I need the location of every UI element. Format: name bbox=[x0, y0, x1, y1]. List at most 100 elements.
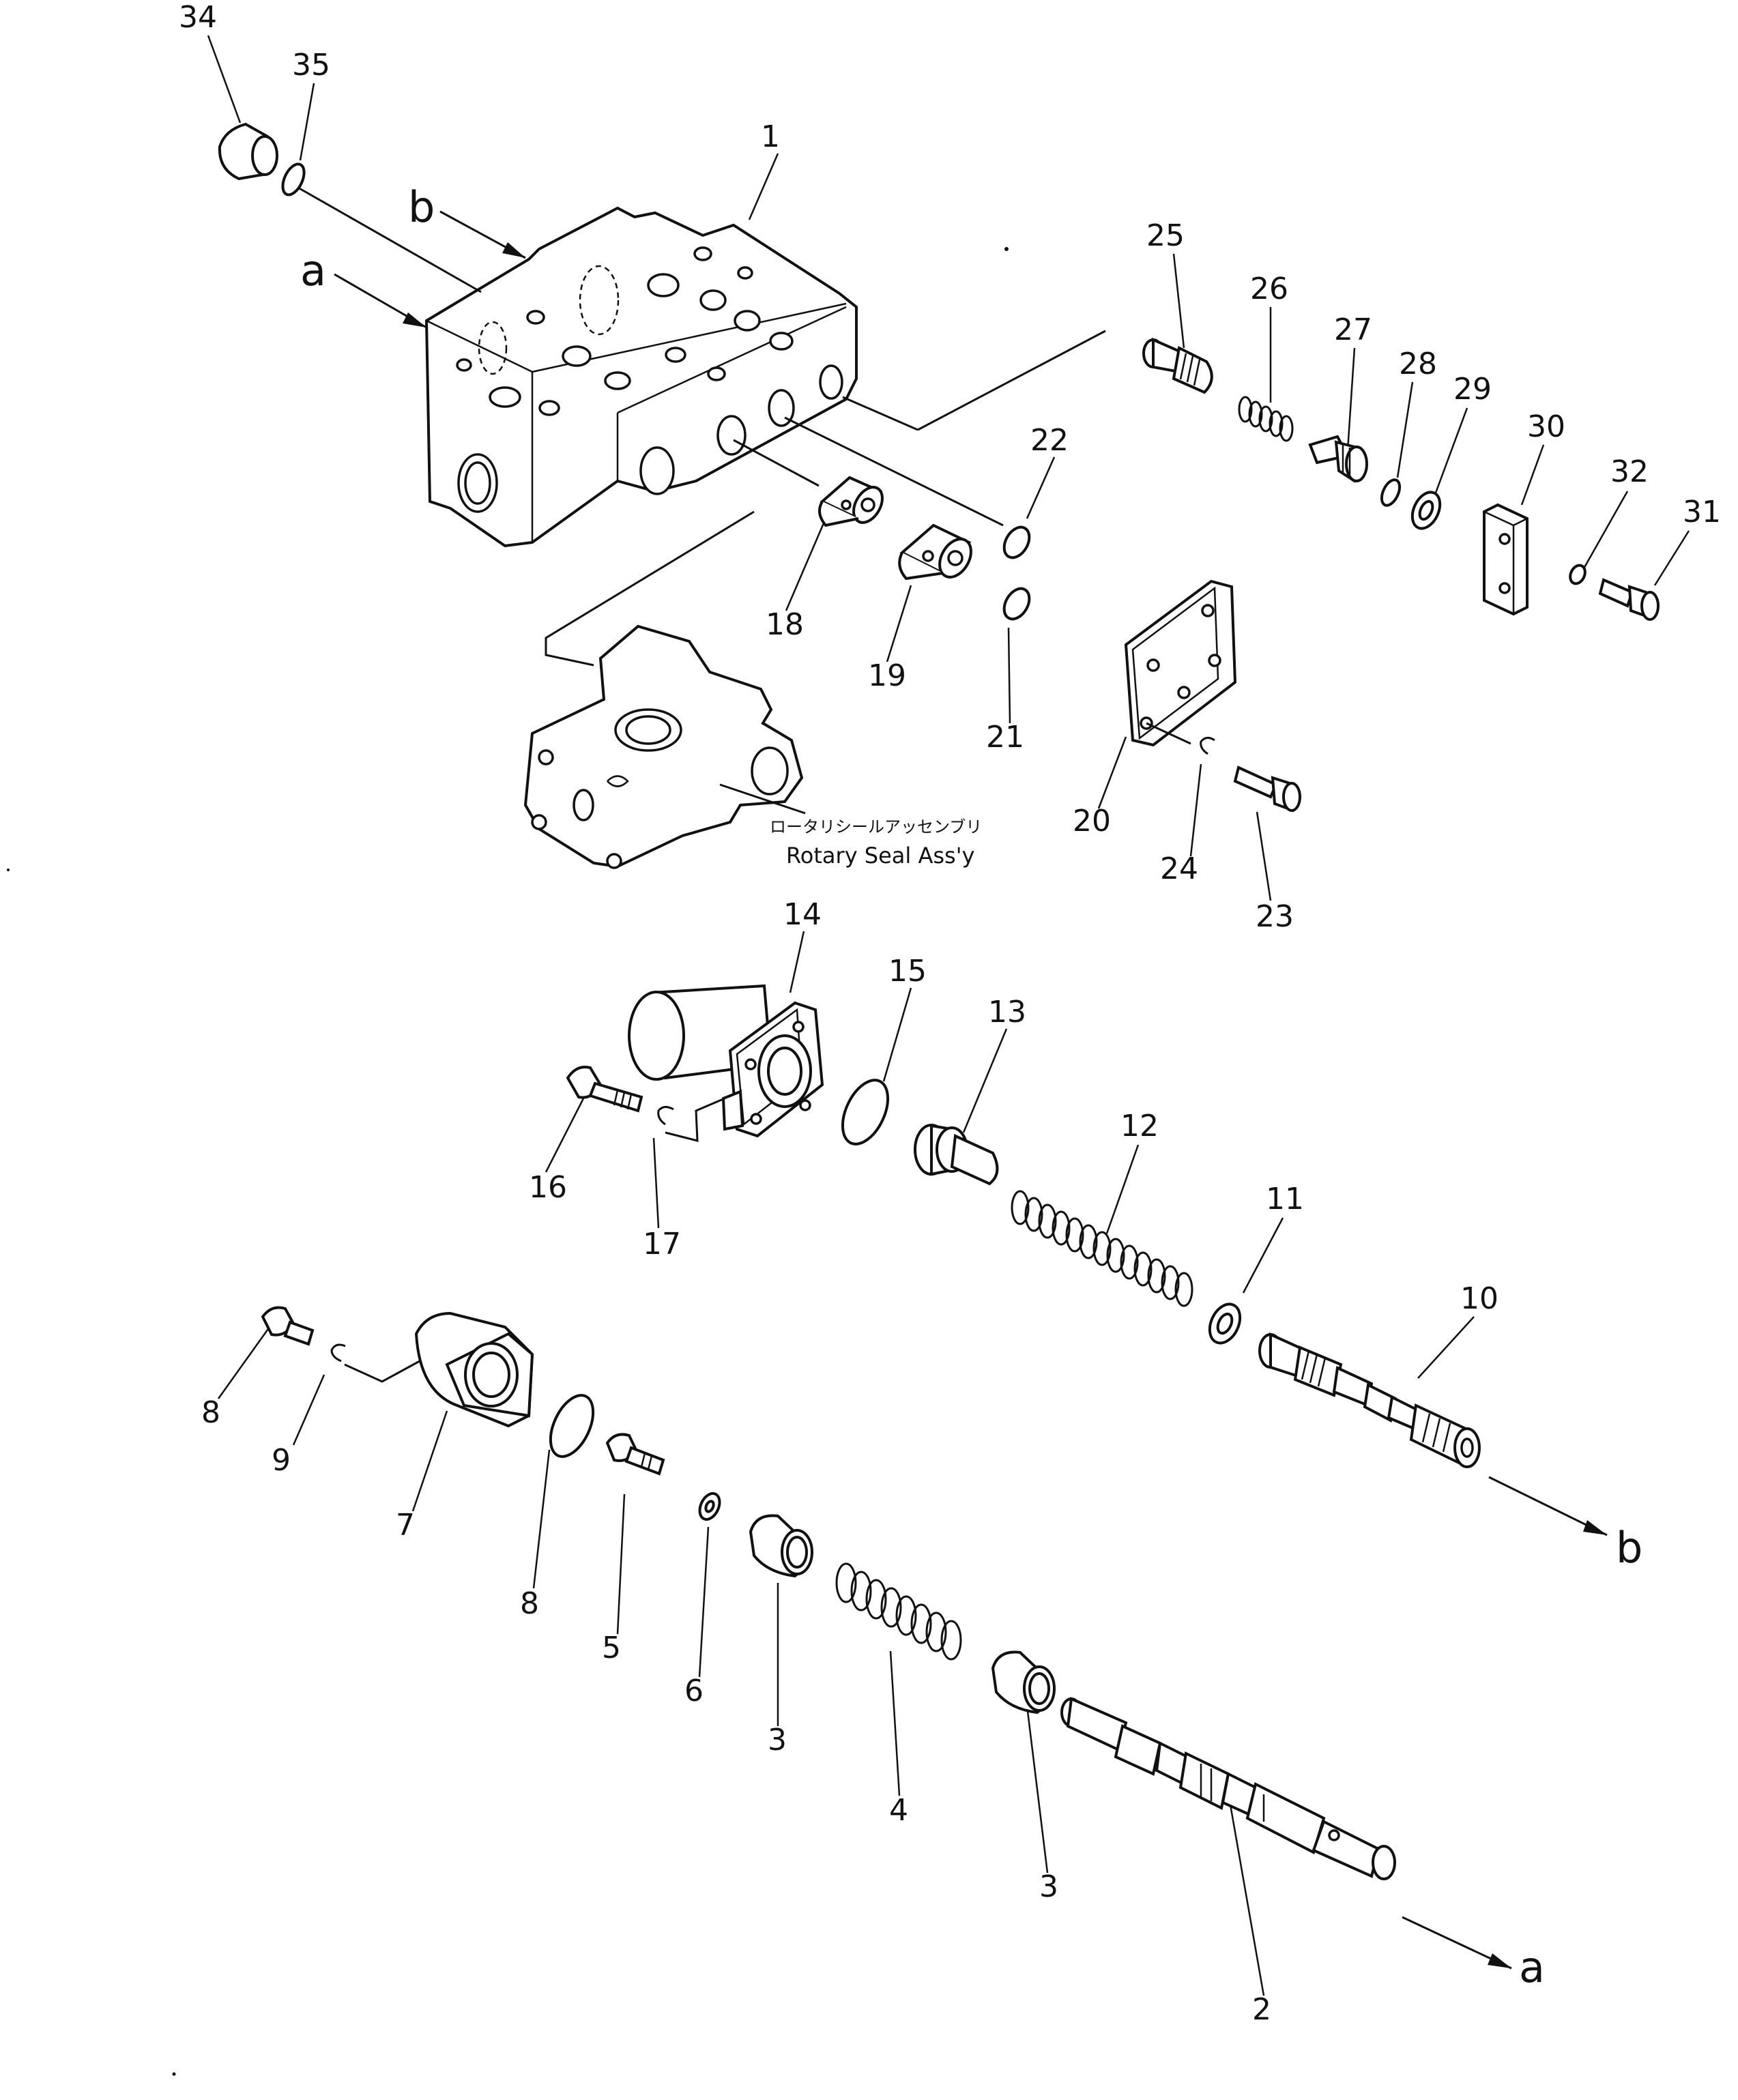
callout-25: 24 bbox=[1160, 851, 1198, 886]
cover-21 bbox=[1124, 579, 1237, 747]
washer-30 bbox=[1410, 491, 1442, 530]
sleeve-20 bbox=[898, 523, 972, 581]
callout-23: 22 bbox=[1030, 423, 1069, 458]
callout-19: 18 bbox=[766, 607, 804, 642]
top-hole-11 bbox=[665, 347, 686, 363]
plate-31 bbox=[1483, 503, 1529, 616]
arrow-a-top-head bbox=[403, 312, 426, 327]
callout-labels: 34 35 1 25 26 27 28 29 30 32 31 22 18 19… bbox=[179, 0, 1721, 2027]
marker-a-top: a bbox=[300, 246, 326, 295]
sleeve-19 bbox=[818, 476, 884, 527]
callout-26: 25 bbox=[1146, 218, 1185, 253]
solenoid-15 bbox=[628, 984, 824, 1142]
piston-14 bbox=[914, 1124, 999, 1186]
top-hole-9 bbox=[604, 371, 631, 390]
retainer-3a bbox=[749, 1514, 813, 1578]
callout-7: 7 bbox=[396, 1508, 415, 1543]
top-hole-12 bbox=[707, 366, 726, 381]
oring-29 bbox=[1380, 478, 1402, 507]
spool-2 bbox=[1060, 1697, 1396, 1880]
top-hole-2 bbox=[699, 289, 727, 311]
callout-28: 27 bbox=[1334, 312, 1372, 347]
port-side-1 bbox=[639, 446, 675, 495]
callout-12: 11 bbox=[1266, 1182, 1304, 1216]
stray-mark-1 bbox=[1004, 247, 1009, 251]
valve-body-side-ridge bbox=[617, 306, 847, 414]
callout-35: 35 bbox=[292, 48, 330, 83]
washer-10 bbox=[330, 1343, 346, 1362]
callout-10: 9 bbox=[272, 1443, 291, 1478]
leader-body-to-23 bbox=[784, 416, 1004, 527]
marker-a-bottom: a bbox=[1519, 1942, 1545, 1992]
spring-4 bbox=[835, 1562, 962, 1661]
top-hole-10 bbox=[538, 400, 560, 416]
hidden-port-1 bbox=[579, 265, 620, 336]
top-hole-6 bbox=[737, 266, 753, 280]
rotary-seal-label-en: Rotary Seal Ass'y bbox=[786, 843, 974, 869]
leader-10-to-7 bbox=[344, 1360, 420, 1383]
leader-body-to-19 bbox=[733, 439, 820, 487]
retainer-3b bbox=[991, 1650, 1056, 1715]
washer-25 bbox=[1200, 737, 1215, 755]
oring-8 bbox=[549, 1394, 595, 1458]
rotary-seal-detail bbox=[607, 775, 629, 787]
callout-32: 31 bbox=[1683, 495, 1721, 529]
rotary-seal-bolt-3 bbox=[606, 853, 622, 869]
oring-23 bbox=[1002, 525, 1031, 559]
callout-8: 8 bbox=[520, 1586, 539, 1621]
leader-cover-to-25 bbox=[1146, 722, 1191, 745]
spring-27 bbox=[1238, 396, 1294, 442]
callout-18: 17 bbox=[643, 1227, 681, 1262]
cover-7 bbox=[414, 1311, 534, 1428]
callout-22: 21 bbox=[986, 720, 1024, 755]
callout-16: 15 bbox=[888, 954, 927, 989]
top-hole-5 bbox=[693, 246, 712, 261]
bolt-32 bbox=[1598, 578, 1660, 621]
bolt-24 bbox=[1233, 765, 1301, 813]
rotary-seal-front-port bbox=[573, 789, 594, 821]
leader-35-to-body bbox=[291, 183, 482, 293]
top-hole-8 bbox=[489, 386, 521, 408]
arrow-a-bottom-head bbox=[1488, 1953, 1511, 1968]
bolt-9 bbox=[261, 1306, 315, 1346]
callout-9: 8 bbox=[201, 1395, 220, 1430]
callout-4: 4 bbox=[889, 1793, 908, 1828]
callout-14: 13 bbox=[988, 995, 1026, 1030]
washer-12 bbox=[1208, 1302, 1242, 1345]
valve-body bbox=[291, 183, 1106, 548]
rotary-seal-bolt-1 bbox=[538, 749, 554, 765]
rotary-seal-bolt-2 bbox=[531, 814, 547, 830]
callout-5: 5 bbox=[602, 1631, 621, 1665]
bolt-5 bbox=[605, 1433, 665, 1476]
callout-27: 26 bbox=[1250, 272, 1288, 306]
hidden-port-2 bbox=[478, 321, 508, 375]
callout-13: 12 bbox=[1120, 1109, 1159, 1143]
bolt-17 bbox=[566, 1066, 643, 1113]
callout-20: 19 bbox=[868, 658, 906, 693]
rotary-seal-assembly: ロータリシールアッセンブリ Rotary Seal Ass'y bbox=[523, 510, 982, 869]
rotary-seal-label-jp: ロータリシールアッセンブリ bbox=[770, 817, 982, 836]
rotary-seal-label-leader bbox=[719, 783, 806, 815]
port-side-4 bbox=[819, 364, 843, 400]
washer-6 bbox=[698, 1492, 721, 1521]
callout-11: 10 bbox=[1460, 1281, 1498, 1316]
top-hole-14 bbox=[526, 310, 545, 325]
leader-body-to-26-b bbox=[917, 330, 1106, 431]
poppet-28 bbox=[1308, 435, 1368, 483]
port-front-inner bbox=[464, 461, 491, 505]
oring-35 bbox=[281, 162, 306, 196]
top-hole-4 bbox=[769, 332, 794, 351]
top-hole-7 bbox=[562, 345, 592, 367]
callout-6: 6 bbox=[684, 1674, 704, 1708]
leader-lines bbox=[207, 35, 1690, 1996]
callout-17: 16 bbox=[529, 1170, 567, 1205]
rotary-seal-side-port bbox=[751, 746, 789, 796]
callout-21: 20 bbox=[1073, 804, 1111, 838]
spring-13 bbox=[1011, 1190, 1193, 1307]
plug-26 bbox=[1142, 337, 1213, 394]
callout-31: 30 bbox=[1527, 409, 1565, 444]
marker-b-right: b bbox=[1616, 1523, 1642, 1573]
washer-33 bbox=[1569, 564, 1587, 585]
flow-markers: a b b a bbox=[300, 182, 1642, 1992]
